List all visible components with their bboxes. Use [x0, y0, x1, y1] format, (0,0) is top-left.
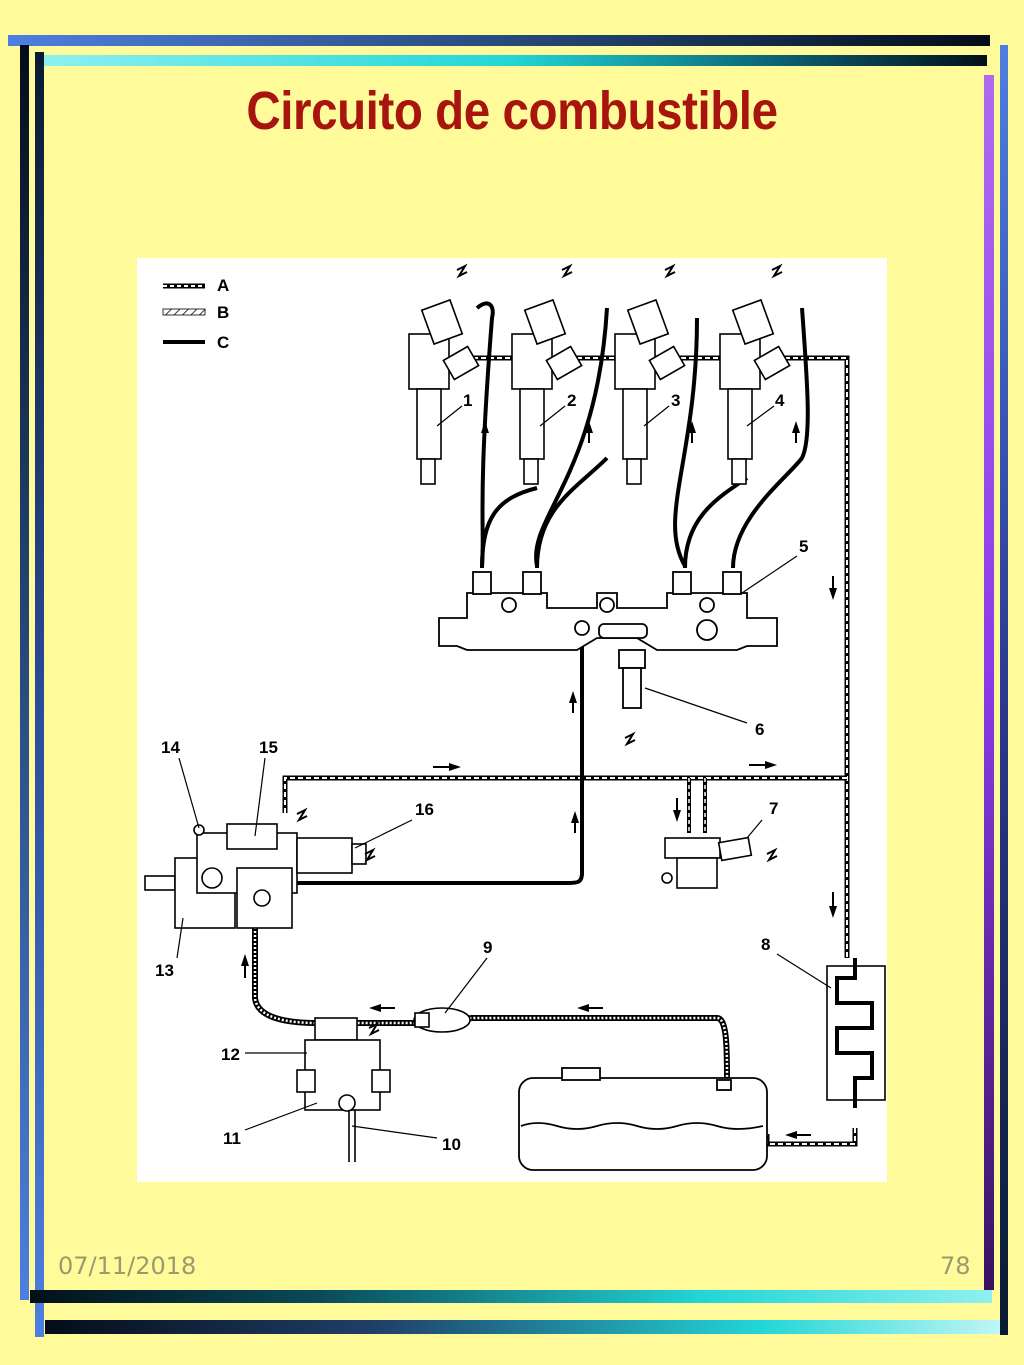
callout-8: 8	[761, 935, 770, 954]
slide-title: Circuito de combustible	[246, 81, 778, 141]
common-rail	[438, 571, 778, 709]
high-pressure-lines	[297, 301, 810, 885]
callout-13: 13	[155, 961, 174, 980]
callout-2: 2	[567, 391, 576, 410]
electrical-signals	[296, 263, 783, 1037]
frame-top-bar-cyan	[35, 55, 987, 66]
callout-7: 7	[769, 799, 778, 818]
callout-6: 6	[755, 720, 764, 739]
fuel-filter	[296, 1017, 391, 1162]
filter-element	[413, 1007, 471, 1033]
callout-12: 12	[221, 1045, 240, 1064]
legend: A B C	[162, 276, 229, 352]
flow-arrows	[241, 421, 837, 1139]
callout-3: 3	[671, 391, 680, 410]
high-pressure-pump	[144, 823, 367, 929]
legend-label-c: C	[217, 333, 229, 352]
fuel-tank	[518, 1067, 768, 1171]
fuel-cooler	[826, 958, 886, 1108]
frame-right-bar-blue	[1000, 45, 1008, 1335]
callout-11: 11	[223, 1129, 241, 1148]
legend-label-a: A	[217, 276, 229, 295]
return-lines	[282, 355, 858, 1147]
fuel-circuit-diagram: A B C	[137, 258, 887, 1182]
callout-leaders	[176, 405, 832, 1139]
callout-15: 15	[259, 738, 278, 757]
callout-16: 16	[415, 800, 434, 819]
frame-bottom-bar-cyan	[30, 1290, 992, 1303]
frame-bottom-bar-dark	[45, 1320, 1000, 1334]
injectors	[408, 298, 791, 485]
frame-left-bar-blue	[35, 52, 44, 1337]
legend-label-b: B	[217, 303, 229, 322]
callout-1: 1	[463, 391, 472, 410]
regulator-valve	[661, 836, 753, 889]
callout-labels: 1 2 3 4 5 6 7 8 9 10 11 12 13 14 15 16	[155, 391, 808, 1154]
callout-5: 5	[799, 537, 808, 556]
callout-4: 4	[775, 391, 785, 410]
callout-10: 10	[442, 1135, 461, 1154]
frame-left-bar-dark	[20, 45, 29, 1300]
frame-right-bar-purple	[984, 75, 994, 1290]
callout-14: 14	[161, 738, 180, 757]
slide-page-number: 78	[940, 1252, 971, 1280]
frame-top-bar-dark	[8, 35, 990, 46]
slide-date: 07/11/2018	[58, 1252, 197, 1280]
callout-9: 9	[483, 938, 492, 957]
